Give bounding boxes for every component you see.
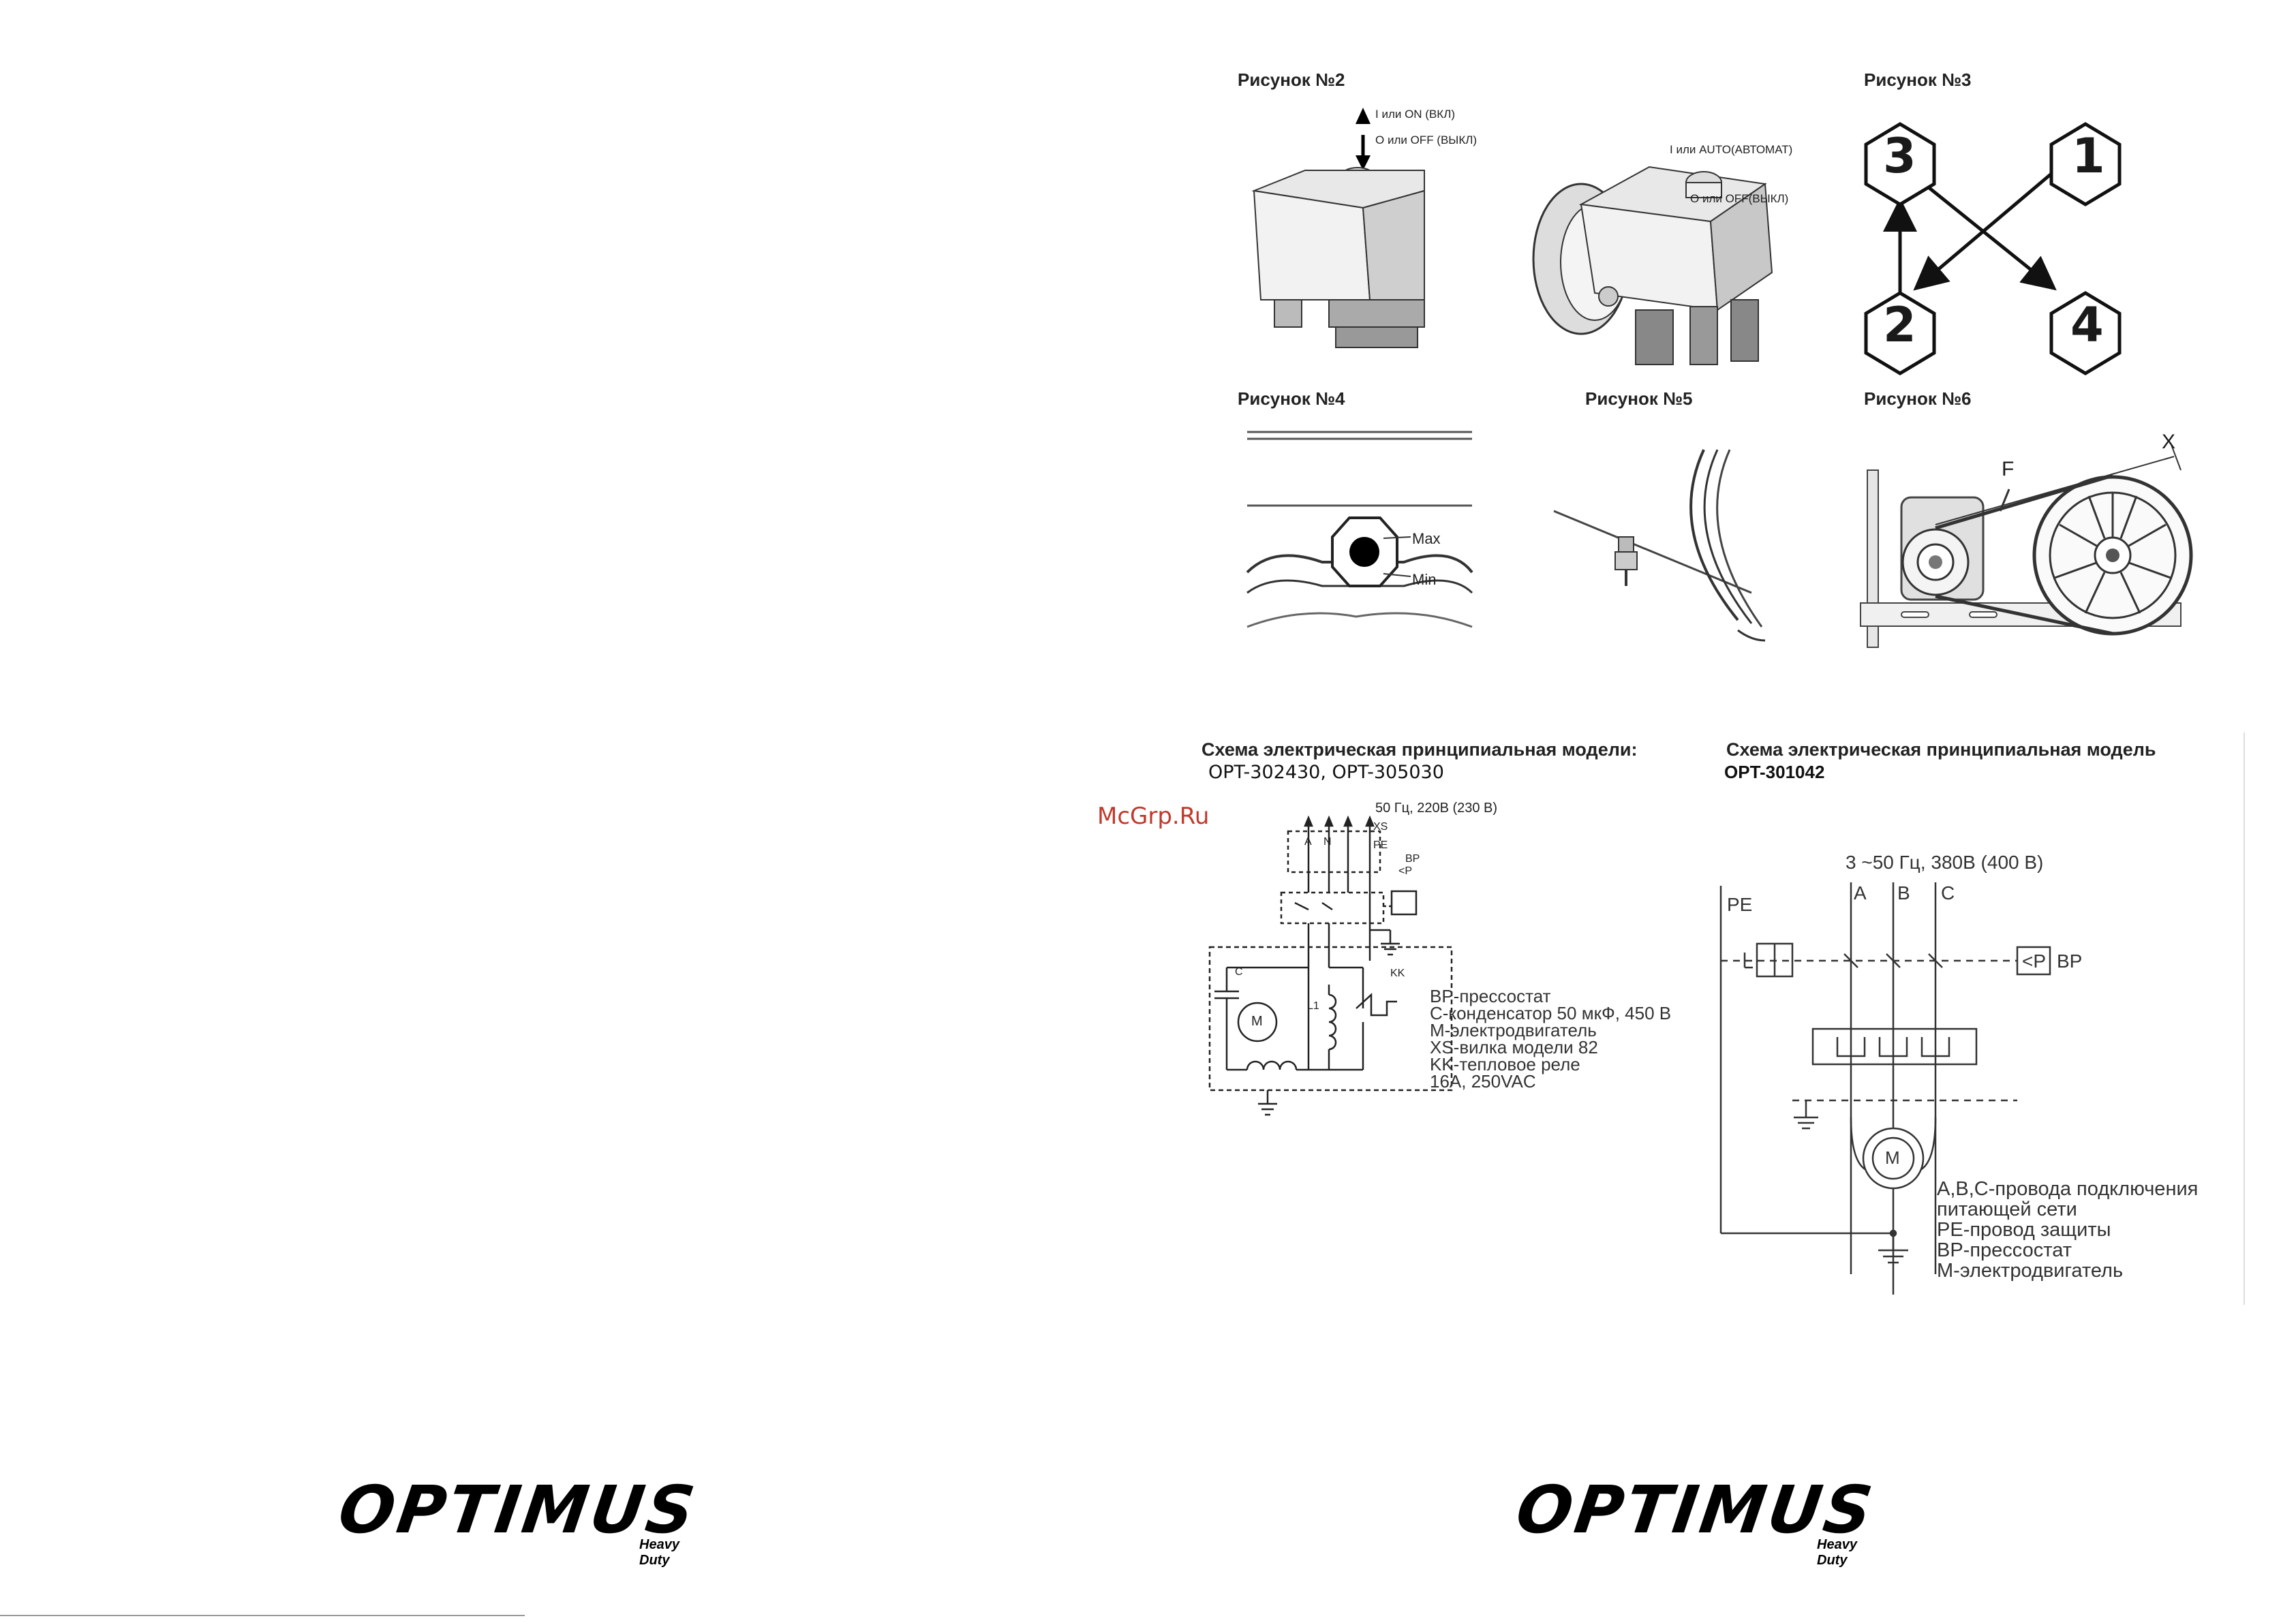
hex-3-label: 3	[1883, 128, 1916, 184]
schema-2-supply: 3 ~50 Гц, 380В (400 В)	[1846, 852, 2044, 873]
figure-3-bolt-order-diagram	[1864, 122, 2122, 375]
logo-left: OPTIMUS Heavy Duty	[334, 1472, 702, 1568]
schema-2-legend: A,B,C-провода подключения питающей сети …	[1937, 1179, 2198, 1281]
schema-1-supply: 50 Гц, 220В (230 В)	[1375, 801, 1498, 816]
legend-item: 16A, 250VAC	[1430, 1071, 1536, 1092]
schema-2-pe-label: PE	[1727, 894, 1753, 915]
hex-4-label: 4	[2070, 297, 2104, 353]
bottom-rule	[0, 1615, 525, 1616]
legend-item: A,B,C-провода подключения	[1937, 1178, 2199, 1200]
schema-1-kk-label: KK	[1390, 968, 1405, 979]
hex-1	[2049, 122, 2122, 206]
hex-1-label: 1	[2072, 128, 2105, 184]
legend-item: C-конденсатор 50 мкФ, 450 В	[1430, 1003, 1672, 1023]
schema-1-c-label: C	[1235, 966, 1243, 978]
min-label: Min	[1412, 571, 1437, 588]
schema-1-m-label: M	[1251, 1014, 1263, 1029]
figure-4-oil-level-drawing	[1246, 431, 1473, 628]
figure-5-drain-valve-drawing	[1553, 449, 1766, 642]
logo-subtitle: Heavy Duty	[639, 1537, 679, 1568]
schema-1-bp-symbol: <P	[1398, 865, 1413, 877]
schema-1-n-label: N	[1323, 836, 1332, 848]
figure-4-title: Рисунок №4	[1238, 388, 1345, 409]
schema-1-circuit	[1208, 815, 1453, 1116]
figure-6-title: Рисунок №6	[1864, 388, 1972, 409]
force-f-label: F	[2002, 458, 2015, 480]
schema-1-legend: BP-прессостат C-конденсатор 50 мкФ, 450 …	[1430, 986, 1672, 1092]
schema-2-a-label: A	[1854, 882, 1867, 903]
schema-1-a-label: A	[1304, 836, 1312, 848]
schema-1-pe-label: PE	[1373, 839, 1388, 851]
legend-item: питающей сети	[1937, 1199, 2077, 1220]
schema-1-bp-label: BP	[1405, 853, 1420, 865]
figure-3-title: Рисунок №3	[1864, 69, 1972, 90]
schema-1-models: OPT-302430, OPT-305030	[1208, 762, 1444, 783]
schema-1-l1-label: L1	[1307, 1000, 1319, 1012]
schema-1-xs-label: XS	[1373, 821, 1388, 833]
schema-2-bp-symbol: <P	[2022, 950, 2047, 972]
schema-2-title: Схема электрическая принципиальная модел…	[1726, 739, 2156, 760]
legend-item: KK-тепловое реле	[1430, 1054, 1580, 1075]
watermark: McGrp.Ru	[1097, 803, 1210, 830]
figure-2-pressure-switch-drawing	[1251, 108, 1773, 365]
legend-item: M-электродвигатель	[1430, 1020, 1597, 1040]
off-label-2: O или OFF(ВЫКЛ)	[1690, 192, 1789, 205]
schema-2-border	[2244, 732, 2245, 1305]
schema-2-c-label: C	[1941, 882, 1955, 903]
figure-5-title: Рисунок №5	[1585, 388, 1693, 409]
auto-label: I или AUTO(АВТОМАТ)	[1670, 143, 1793, 156]
hex-2	[1864, 291, 1936, 375]
schema-2-circuit	[1719, 882, 2051, 1295]
logo-right: OPTIMUS Heavy Duty	[1512, 1472, 1880, 1568]
deflection-x-label: X	[2162, 431, 2176, 453]
figure-6-belt-tension-drawing	[1860, 442, 2193, 648]
schema-2-bp-label: BP	[2057, 950, 2083, 972]
schema-2-m-label: M	[1885, 1147, 1900, 1168]
schema-2-b-label: B	[1897, 882, 1910, 903]
legend-item: BP-прессостат	[1937, 1239, 2072, 1261]
hex-4	[2049, 291, 2122, 375]
legend-item: PE-провод защиты	[1937, 1219, 2111, 1241]
schema-1-title: Схема электрическая принципиальная модел…	[1201, 739, 1638, 760]
hex-2-label: 2	[1883, 297, 1916, 353]
hex-3	[1864, 122, 1936, 206]
figure-2-title: Рисунок №2	[1238, 69, 1345, 90]
logo-subtitle: Heavy Duty	[1817, 1537, 1857, 1568]
legend-item: M-электродвигатель	[1937, 1260, 2124, 1282]
off-label: O или OFF (ВЫКЛ)	[1375, 134, 1478, 146]
legend-item: BP-прессостат	[1430, 986, 1551, 1006]
on-label: I или ON (ВКЛ)	[1375, 108, 1456, 121]
legend-item: XS-вилка модели 82	[1430, 1037, 1598, 1057]
schema-2-models: OPT-301042	[1724, 762, 1825, 782]
max-label: Max	[1412, 530, 1441, 547]
